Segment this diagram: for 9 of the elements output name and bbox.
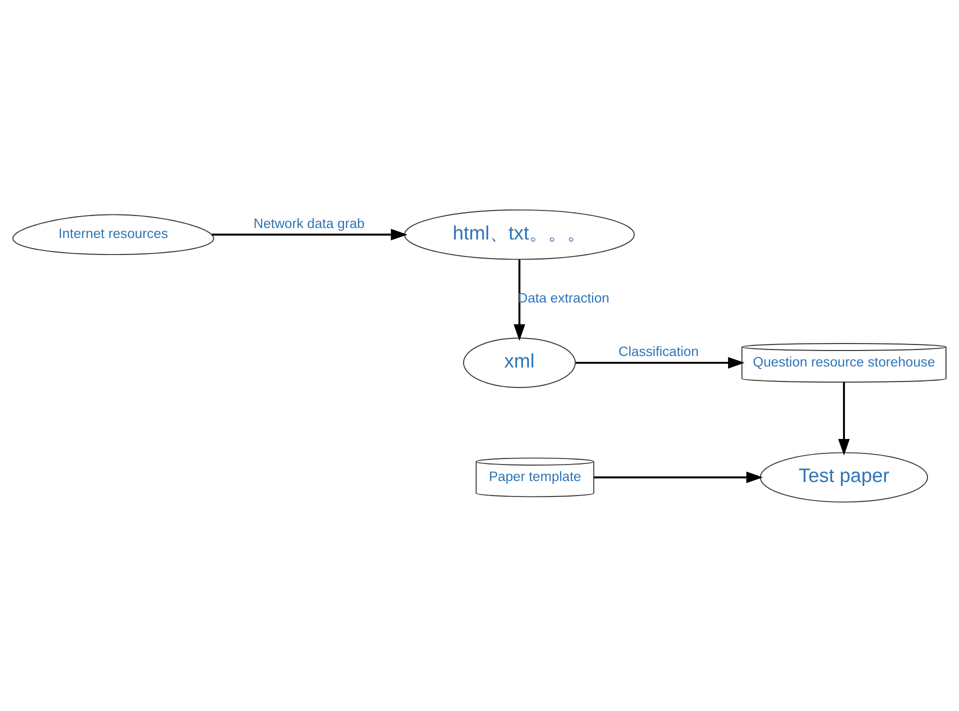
edge-label: Network data grab: [254, 216, 365, 231]
arrow: [576, 356, 745, 368]
arrow: [212, 228, 408, 240]
node-ellipse: xml: [463, 337, 576, 388]
node-ellipse: html、txt。。。: [404, 208, 635, 260]
node-ellipse: Test paper: [760, 452, 928, 502]
edge-label: Classification: [618, 344, 699, 359]
arrow: [594, 471, 763, 483]
arrow: [838, 382, 850, 456]
